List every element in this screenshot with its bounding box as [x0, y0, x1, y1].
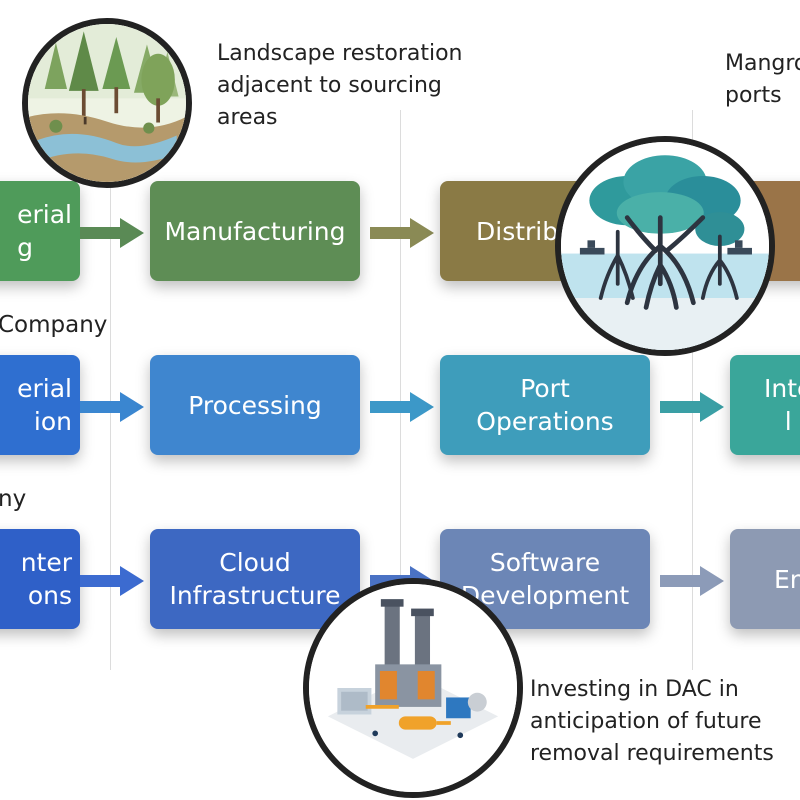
stage-label: Software Development	[460, 548, 630, 610]
stage-box-port-operations: Port Operations	[440, 355, 650, 455]
row-label-company: Company	[0, 312, 108, 338]
forest-restoration-icon	[22, 18, 192, 188]
row-label-company-3: ny	[0, 486, 27, 512]
stage-box-manufacturing: Manufacturing	[150, 181, 360, 281]
stage-box-data-centers: nter ons	[0, 529, 80, 629]
arrow-right-icon	[80, 392, 144, 422]
column-divider-3	[692, 110, 693, 670]
mangrove-tree-icon	[555, 136, 775, 356]
arrow-right-icon	[660, 392, 724, 422]
arrow-right-icon	[370, 392, 434, 422]
stage-label: Manufacturing	[164, 216, 346, 246]
stage-label: erial g	[17, 200, 72, 262]
direct-air-capture-plant-icon	[303, 578, 523, 798]
note-mangrove-ports: Mangro ports	[725, 51, 800, 108]
stage-box-row3-col4: En	[730, 529, 800, 629]
stage-box-processing: Processing	[150, 355, 360, 455]
stage-label: Port Operations	[476, 374, 614, 436]
column-divider-1	[110, 110, 111, 670]
arrow-right-icon	[660, 566, 724, 596]
stage-label: erial ion	[17, 374, 72, 436]
stage-label: En	[774, 564, 800, 594]
stage-box-raw-material-extraction: erial ion	[0, 355, 80, 455]
stage-label: nter ons	[20, 548, 72, 610]
arrow-right-icon	[80, 218, 144, 248]
stage-label: Inte l	[764, 374, 800, 436]
arrow-right-icon	[80, 566, 144, 596]
note-dac-investment: Investing in DAC in anticipation of futu…	[530, 677, 774, 766]
stage-box-raw-material-sourcing: erial g	[0, 181, 80, 281]
stage-box-cloud-infrastructure: Cloud Infrastructure	[150, 529, 360, 629]
arrow-right-icon	[370, 218, 434, 248]
stage-box-row2-col4: Inte l	[730, 355, 800, 455]
stage-label: Processing	[188, 390, 322, 420]
stage-label: Cloud Infrastructure	[169, 548, 341, 610]
column-divider-2	[400, 110, 401, 670]
note-landscape-restoration: Landscape restoration adjacent to sourci…	[217, 41, 463, 130]
